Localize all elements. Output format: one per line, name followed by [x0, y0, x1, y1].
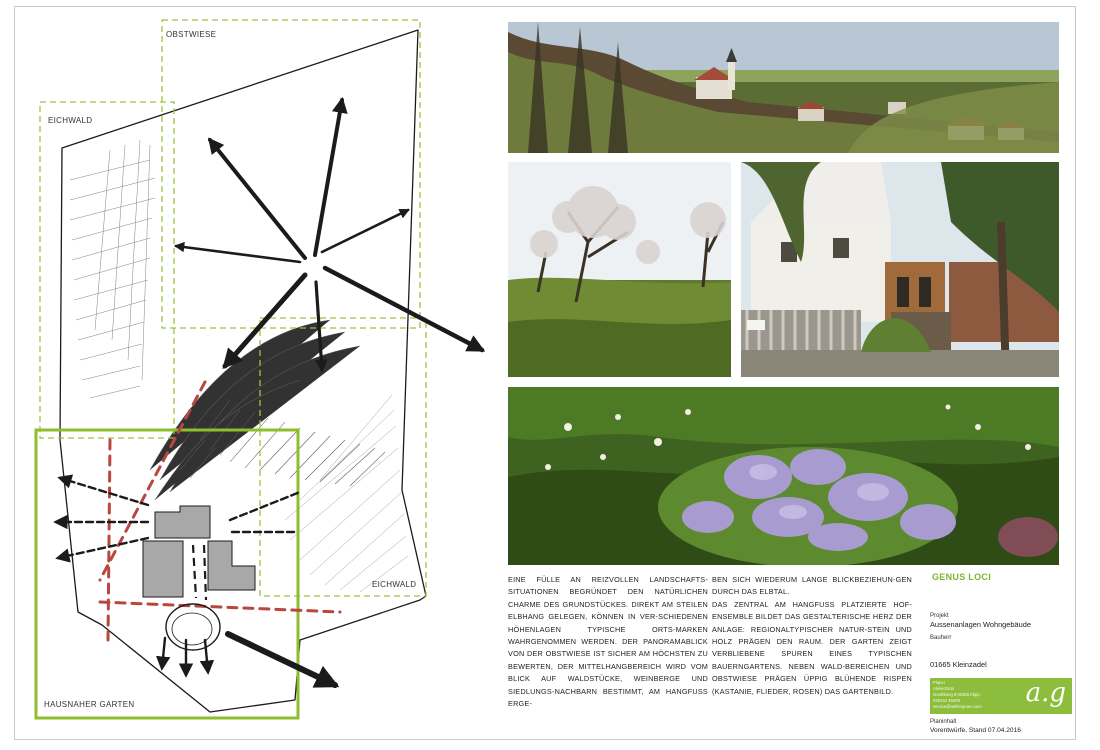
site-sketch	[34, 19, 486, 720]
building-ensemble	[142, 505, 256, 598]
label-eichwald-top: EICHWALD	[48, 116, 93, 125]
sheet-border	[14, 6, 1076, 740]
photo-village-panorama	[508, 22, 1059, 153]
text-paragraph-2: BEN SICH WIEDERUM LANGE BLICKBEZIEHUN-GE…	[712, 575, 912, 597]
text-paragraph-1: EINE FÜLLE AN REIZVOLLEN LANDSCHAFTS-SIT…	[508, 575, 708, 709]
label-obstwiese: OBSTWIESE	[166, 30, 217, 39]
hatch-right	[284, 394, 409, 593]
logo-line-3: Goethberg 8 01665 Klipp.	[933, 692, 981, 697]
text-column-2: BEN SICH WIEDERUM LANGE BLICKBEZIEHUN-GE…	[712, 574, 912, 698]
text-paragraph-3: DAS ZENTRAL AM HANGFUSS PLATZIERTE HOF-E…	[712, 599, 912, 696]
title-genus-loci: GENUS LOCI	[932, 572, 992, 582]
value-stand: Vorentwürfe, Stand 07.04.2016	[930, 727, 1021, 734]
zone-hausnaher-garten	[34, 428, 300, 720]
photo-farmhouse-gate	[741, 162, 1059, 377]
hatch-slope	[149, 319, 386, 501]
photo-orchard-meadow	[508, 162, 731, 377]
logo-line-2: AtelierGrün	[933, 686, 955, 691]
logo-line-4: 035244 49409	[933, 698, 960, 703]
hatch-left	[69, 139, 156, 399]
label-projekt: Projekt	[930, 613, 949, 619]
label-hausnaher-garten: HAUSNAHER GARTEN	[44, 700, 135, 709]
zone-obstwiese	[161, 19, 421, 329]
value-location: 01665 Kleinzadel	[930, 660, 987, 669]
view-arrows	[173, 96, 486, 373]
zone-eichwald-top	[39, 101, 175, 439]
logo-mark: a.g	[1025, 678, 1066, 708]
photo-lilac-chestnut	[508, 387, 1059, 565]
text-column-1: EINE FÜLLE AN REIZVOLLEN LANDSCHAFTS-SIT…	[508, 574, 708, 710]
logo-line-5: service@ateliergruen.com	[933, 704, 982, 709]
logo-line-1: Planer	[933, 680, 946, 685]
label-eichwald-bottom: EICHWALD	[372, 580, 417, 589]
planner-logo: Planer AtelierGrün Goethberg 8 01665 Kli…	[930, 678, 1072, 714]
label-bauherr: Bauherr	[930, 635, 952, 641]
value-projekt: Aussenanlagen Wohngebäude	[930, 620, 1031, 629]
label-planinhalt: Planinhalt	[930, 719, 957, 725]
zone-eichwald-bottom	[259, 317, 427, 597]
